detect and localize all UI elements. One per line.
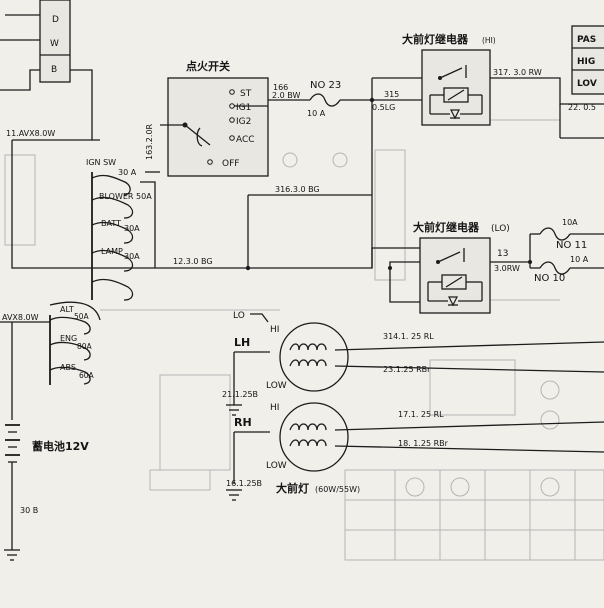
panel-row-hig: HIG — [577, 57, 595, 67]
rh-low-label: LOW — [266, 461, 287, 471]
background-bleed — [4, 119, 604, 561]
fuse-batt-label: BATT — [101, 219, 121, 228]
connector-label-w: W — [50, 39, 59, 49]
ignition-switch-title: 点火开关 — [186, 59, 230, 73]
relay-lo-title: 大前灯继电器 — [413, 220, 480, 234]
wire-18-label: 18. 1.25 RBr — [398, 439, 449, 448]
panel-row-lov: LOV — [577, 79, 597, 89]
wire-22-label: 22. 0.5 — [568, 103, 596, 112]
wire-315-label: 315 — [384, 90, 399, 99]
main-feed-wire: 11.AVX8.0W — [6, 69, 248, 269]
connector-label-d: D — [52, 15, 59, 25]
fuse-no23-label: NO 23 — [310, 80, 341, 91]
wire-21-label: 21.1.25B — [222, 390, 258, 399]
headlamp-title: 大前灯 — [276, 481, 309, 495]
lh-hi-label: HI — [270, 325, 279, 335]
fuse-eng-label: ENG — [60, 334, 77, 343]
fuse-ign-sw-rating: 30 A — [118, 168, 137, 177]
fuse-abs-rating: 60A — [79, 371, 95, 380]
fuse-alt-rating: 50A — [74, 312, 90, 321]
connector-label-b: B — [51, 65, 57, 75]
fuse-top-rating: 10A — [562, 218, 578, 227]
lh-low-label: LOW — [266, 381, 287, 391]
lo-label: LO — [233, 311, 245, 321]
ign-acc-label: ACC — [236, 135, 255, 145]
wire-12-label: 12.3.0 BG — [173, 257, 213, 266]
fuse-no11-label: NO 11 — [556, 240, 587, 251]
fuse-abs-label: ABS — [60, 363, 76, 372]
fuse-eng-rating: 80A — [77, 342, 93, 351]
relay-hi: 大前灯继电器 (HI) 317. 3.0 RW 22. 0.5 — [402, 32, 604, 139]
ign-ig1-label: IG1 — [236, 103, 251, 113]
switch-panel: PAS HIG LOV — [571, 25, 604, 95]
headlamp-rh: RH HI LOW 17.1. 25 RL 18. 1.25 RBr 16.1.… — [226, 402, 604, 501]
ign-ig2-label: IG2 — [236, 117, 251, 127]
fuse-ign-sw-label: IGN SW — [86, 158, 116, 167]
wire-23-label: 23.1.25 RBr — [383, 365, 431, 374]
fuse-batt-rating: 30A — [124, 224, 140, 233]
fuse-lamp-rating: 30A — [124, 252, 140, 261]
ign-off-label: OFF — [222, 159, 239, 169]
wire-317-label: 317. 3.0 RW — [493, 68, 542, 77]
fuse-bottom-rating: 10 A — [570, 255, 589, 264]
wire-avx-label: AVX8.0W — [2, 313, 39, 322]
wire-13-spec: 3.0RW — [494, 264, 520, 273]
wire-17-label: 17.1. 25 RL — [398, 410, 444, 419]
wire-11-label: 11.AVX8.0W — [6, 129, 55, 138]
wire-163-label: 163.2.0R — [145, 123, 154, 160]
relay-lo: 大前灯继电器 (LO) 13 3.0RW 10A NO 11 10 A NO 1… — [413, 218, 604, 314]
relay-feeds — [371, 248, 420, 303]
ignition-switch: 点火开关 ST IG1 IG2 ACC OFF — [160, 59, 269, 177]
ign-st-label: ST — [240, 89, 252, 99]
fuse-alt-label: ALT — [60, 305, 74, 314]
wire-166-label: 166 — [273, 83, 288, 92]
wire-166-spec: 2.0 BW — [272, 91, 300, 100]
wire-13-label: 13 — [497, 249, 508, 259]
wire-316-label: 316.3.0 BG — [275, 185, 320, 194]
fusible-link-bank-lower: ALT 50A ENG 80A ABS 60A AVX8.0W — [0, 301, 101, 420]
rh-label: RH — [234, 416, 252, 429]
ig1-circuit: 166 2.0 BW NO 23 10 A 315 0.5LG 316.3.0 … — [173, 77, 425, 271]
panel-row-pas: PAS — [577, 35, 596, 45]
battery: 蓄电池12V 30 B — [4, 424, 89, 561]
lh-label: LH — [234, 336, 250, 349]
relay-hi-suffix: (HI) — [482, 36, 496, 45]
fuse-no23-rating: 10 A — [307, 109, 326, 118]
connector-dwb: D W B — [0, 0, 71, 91]
fuse-no10-label: NO 10 — [534, 273, 565, 284]
fuse-lamp-label: LAMP — [101, 247, 123, 256]
battery-title: 蓄电池12V — [32, 439, 89, 453]
relay-hi-title: 大前灯继电器 — [402, 32, 469, 46]
fusible-link-bank: IGN SW 30 A BLOWER 50A BATT 30A LAMP 30A… — [86, 123, 160, 301]
rh-hi-label: HI — [270, 403, 279, 413]
wire-315-spec: 0.5LG — [372, 103, 395, 112]
wire-16-label: 16.1.25B — [226, 479, 262, 488]
headlamp-spec: (60W/55W) — [315, 485, 360, 494]
headlamp-lh: LO LH HI LOW 314.1. 25 RL 23.1.25 RBr 21… — [222, 311, 604, 416]
wire-30-label: 30 B — [20, 506, 38, 515]
wire-314-label: 314.1. 25 RL — [383, 332, 434, 341]
relay-lo-suffix: (LO) — [491, 224, 510, 234]
fuse-blower-label: BLOWER 50A — [99, 192, 152, 201]
